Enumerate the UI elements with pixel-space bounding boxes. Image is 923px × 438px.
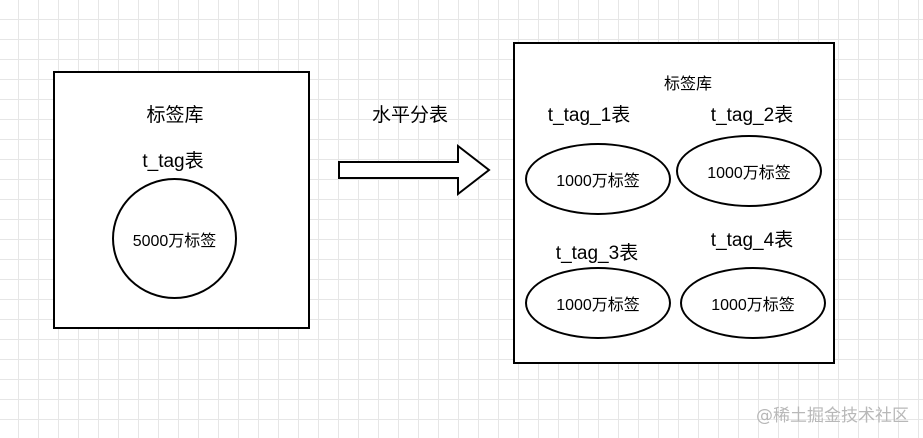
right-library-title: 标签库 [663,76,713,93]
shard-4-ellipse: 1000万标签 [680,267,826,339]
shard-1-ellipse-text: 1000万标签 [556,173,640,190]
left-table-name: t_tag表 [142,151,204,172]
left-library-title: 标签库 [146,105,204,126]
shard-3-ellipse-text: 1000万标签 [556,297,640,314]
shard-4-ellipse-text: 1000万标签 [711,297,795,314]
left-circle-text: 5000万标签 [132,232,217,250]
shard-1-ellipse: 1000万标签 [525,143,671,215]
shard-2-ellipse: 1000万标签 [676,135,822,207]
shard-2-ellipse-text: 1000万标签 [707,165,791,182]
left-tag-circle: 5000万标签 [112,178,237,299]
shard-3-table-name: t_tag_3表 [555,243,639,264]
watermark: @稀土掘金技术社区 [756,406,909,426]
horizontal-split-arrow [338,143,491,197]
shard-1-table-name: t_tag_1表 [547,105,631,126]
arrow-label: 水平分表 [371,105,449,126]
shard-4-table-name: t_tag_4表 [710,230,794,251]
shard-3-ellipse: 1000万标签 [525,267,671,339]
shard-2-table-name: t_tag_2表 [710,105,794,126]
